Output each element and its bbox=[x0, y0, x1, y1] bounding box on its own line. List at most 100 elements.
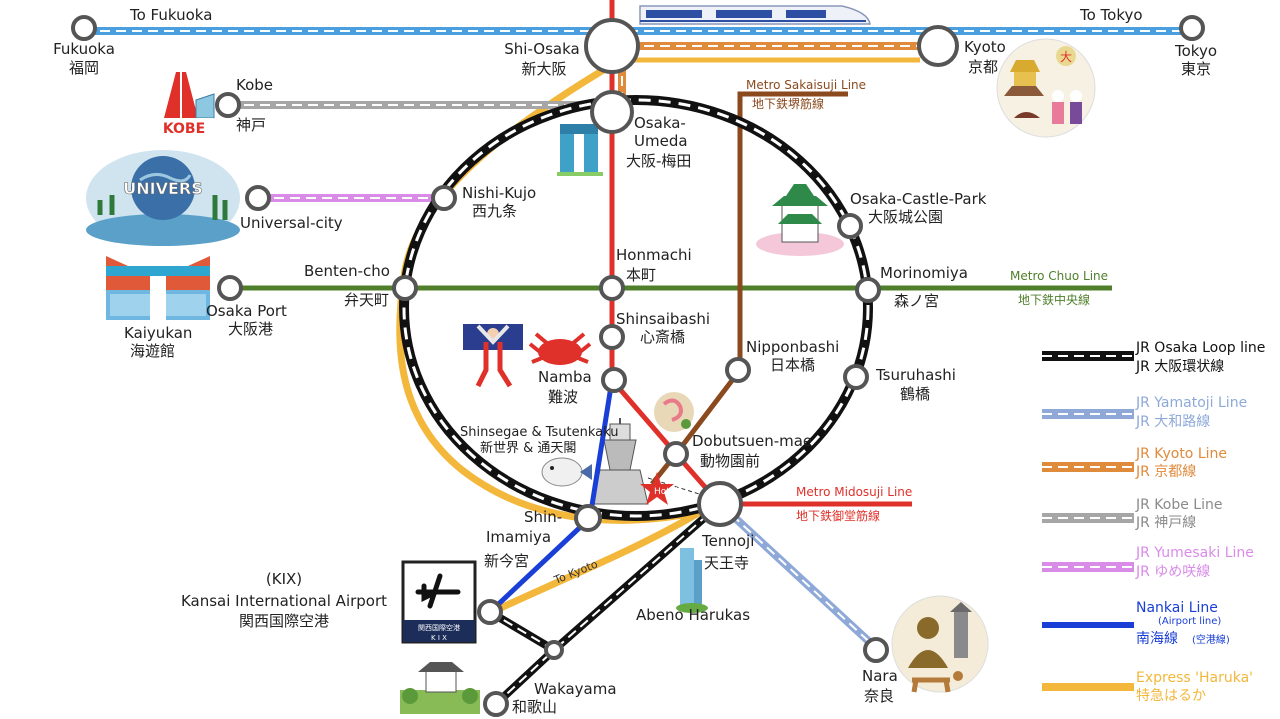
label-kobe-en: Kobe bbox=[236, 76, 273, 94]
kobe-tower-illustration: KOBE bbox=[152, 72, 216, 137]
legend-yumesaki-ja: JR ゆめ咲線 bbox=[1135, 564, 1210, 580]
label-tsuruhashi-en: Tsuruhashi bbox=[875, 366, 956, 384]
label-osaka-port-en: Osaka Port bbox=[206, 302, 287, 320]
label-midosuji-en: Metro Midosuji Line bbox=[796, 485, 912, 499]
station-tsuruhashi[interactable] bbox=[843, 364, 869, 390]
legend-haruka-en: Express 'Haruka' bbox=[1136, 670, 1253, 686]
label-dobutsuen-mae-ja: 動物園前 bbox=[700, 452, 760, 470]
kaiyukan-illustration bbox=[106, 256, 210, 320]
station-namba[interactable] bbox=[601, 367, 627, 393]
legend-yumesaki-en: JR Yumesaki Line bbox=[1135, 545, 1254, 561]
label-abeno-harukas-en: Abeno Harukas bbox=[636, 606, 750, 624]
station-nishi-kujo[interactable] bbox=[431, 185, 457, 211]
label-nara-en: Nara bbox=[862, 667, 898, 685]
station-kix[interactable] bbox=[477, 599, 503, 625]
label-chuo-en: Metro Chuo Line bbox=[1010, 269, 1108, 283]
label-benten-cho-ja: 弁天町 bbox=[344, 291, 389, 309]
label-shinsaibashi-en: Shinsaibashi bbox=[616, 310, 710, 328]
label-tokyo-ja: 東京 bbox=[1181, 60, 1211, 78]
direction-tokyo: To Tokyo bbox=[1079, 6, 1143, 24]
station-shin-osaka[interactable] bbox=[584, 18, 640, 74]
label-nipponbashi-en: Nipponbashi bbox=[746, 338, 839, 356]
label-kix-code: (KIX) bbox=[266, 570, 302, 588]
kix-sign-ja: 関西国際空港 bbox=[418, 623, 460, 632]
label-shinsegae-en: Shinsegae & Tsutenkaku bbox=[460, 425, 619, 440]
osaka-castle-illustration bbox=[756, 184, 844, 256]
legend-yamatoji-ja: JR 大和路線 bbox=[1135, 414, 1210, 430]
legend-kyoto-ja: JR 京都線 bbox=[1135, 464, 1196, 480]
label-nipponbashi-ja: 日本橋 bbox=[770, 356, 815, 374]
kobe-sign: KOBE bbox=[163, 121, 205, 137]
osaka-loop-line bbox=[399, 95, 873, 521]
label-nara-ja: 奈良 bbox=[864, 687, 894, 705]
label-nishi-kujo-en: Nishi-Kujo bbox=[462, 184, 536, 202]
label-kaiyukan-ja: 海遊館 bbox=[130, 342, 175, 360]
label-universal-city-en: Universal-city bbox=[240, 214, 343, 232]
tsutenkaku-tower-illustration bbox=[591, 418, 649, 505]
label-dobutsuen-mae-en: Dobutsuen-mae bbox=[692, 432, 812, 450]
kix-airport-sign: 関西国際空港 K I X bbox=[401, 560, 477, 644]
flamingo-illustration bbox=[654, 392, 694, 432]
label-kyoto-en: Kyoto bbox=[964, 38, 1006, 56]
station-kyoto[interactable] bbox=[917, 25, 959, 67]
label-shinsegae-ja: 新世界 & 通天閣 bbox=[480, 440, 576, 456]
label-osaka-umeda-en1: Osaka- bbox=[634, 114, 686, 132]
station-wakayama[interactable] bbox=[483, 691, 509, 717]
label-morinomiya-en: Morinomiya bbox=[880, 264, 968, 282]
label-shin-imamiya-en2: Imamiya bbox=[486, 528, 551, 546]
station-osaka-umeda[interactable] bbox=[590, 90, 634, 134]
label-shinsaibashi-ja: 心斎橋 bbox=[640, 328, 685, 346]
legend-nankai-sub: (Airport line) bbox=[1158, 616, 1221, 627]
label-kix-ja: 関西国際空港 bbox=[239, 612, 329, 630]
label-sakaisuji-ja: 地下鉄堺筋線 bbox=[752, 96, 824, 111]
label-shin-imamiya-ja: 新今宮 bbox=[484, 552, 529, 570]
legend-nankai-sub-ja: (空港線) bbox=[1192, 633, 1230, 646]
label-osaka-castle-park-ja: 大阪城公園 bbox=[868, 208, 943, 226]
legend-yamatoji-en: JR Yamatoji Line bbox=[1135, 395, 1247, 411]
legend-item-kyoto: JR Kyoto Line JR 京都線 bbox=[1042, 446, 1227, 480]
label-kix-en: Kansai International Airport bbox=[181, 592, 387, 610]
label-shin-osaka-en: Shi-Osaka bbox=[504, 40, 579, 58]
legend-kyoto-en: JR Kyoto Line bbox=[1135, 446, 1227, 462]
label-kaiyukan-en: Kaiyukan bbox=[124, 324, 192, 342]
label-tsuruhashi-ja: 鶴橋 bbox=[900, 385, 930, 403]
station-benten-cho[interactable] bbox=[392, 275, 418, 301]
station-nipponbashi[interactable] bbox=[725, 357, 751, 383]
glico-runner-illustration bbox=[463, 324, 523, 388]
label-osaka-umeda-ja: 大阪-梅田 bbox=[626, 152, 691, 170]
legend-item-haruka: Express 'Haruka' 特急はるか bbox=[1042, 670, 1253, 704]
label-wakayama-ja: 和歌山 bbox=[512, 698, 557, 716]
station-honmachi[interactable] bbox=[599, 275, 625, 301]
station-morinomiya[interactable] bbox=[855, 277, 881, 303]
label-midosuji-ja: 地下鉄御堂筋線 bbox=[796, 508, 880, 523]
label-honmachi-en: Honmachi bbox=[616, 246, 692, 264]
station-kobe[interactable] bbox=[215, 92, 241, 118]
kix-sign-code: K I X bbox=[431, 634, 447, 642]
station-osaka-castle-park[interactable] bbox=[837, 213, 863, 239]
station-shinsaibashi[interactable] bbox=[599, 324, 625, 350]
station-tennoji[interactable] bbox=[697, 481, 743, 527]
label-shin-imamiya-en1: Shin- bbox=[524, 508, 562, 526]
label-honmachi-ja: 本町 bbox=[626, 266, 656, 284]
shinkansen-train-illustration bbox=[639, 5, 871, 25]
station-shin-imamiya[interactable] bbox=[574, 504, 602, 532]
station-fukuoka[interactable] bbox=[71, 15, 97, 41]
legend-kobe-ja: JR 神戸線 bbox=[1135, 515, 1196, 531]
legend-item-yamatoji: JR Yamatoji Line JR 大和路線 bbox=[1042, 395, 1247, 430]
legend-item-nankai: Nankai Line (Airport line) 南海線 (空港線) bbox=[1042, 600, 1230, 647]
station-tokyo[interactable] bbox=[1179, 15, 1205, 41]
hotel-marker: Hotel bbox=[640, 472, 713, 505]
label-benten-cho-en: Benten-cho bbox=[304, 262, 390, 280]
legend-loop-en: JR Osaka Loop line bbox=[1135, 340, 1265, 356]
label-namba-en: Namba bbox=[538, 368, 592, 386]
direction-fukuoka: To Fukuoka bbox=[129, 6, 212, 24]
station-osaka-port[interactable] bbox=[217, 275, 243, 301]
label-fukuoka-ja: 福岡 bbox=[69, 59, 99, 77]
station-dobutsuen-mae[interactable] bbox=[663, 441, 689, 467]
label-morinomiya-ja: 森ノ宮 bbox=[894, 292, 939, 310]
station-nara[interactable] bbox=[863, 637, 889, 663]
station-universal-city[interactable] bbox=[245, 185, 271, 211]
kyoto-badge: 大 bbox=[1060, 50, 1072, 64]
yamatoji-line bbox=[717, 501, 879, 651]
